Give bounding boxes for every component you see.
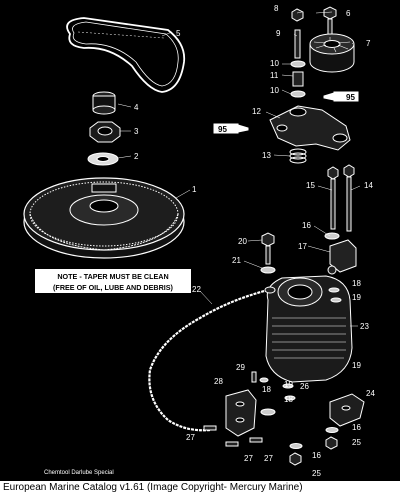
callout-26: 26 <box>300 382 309 391</box>
lubricant-tube-left <box>213 123 249 134</box>
callout-27-b: 27 <box>244 454 253 463</box>
callout-29: 29 <box>236 363 245 372</box>
callout-11: 11 <box>270 71 279 80</box>
callout-25-a: 25 <box>352 438 361 447</box>
callout-95-left: 95 <box>218 125 227 134</box>
callout-6: 6 <box>346 9 351 18</box>
lower-bracket-right <box>329 393 365 427</box>
alternator-bolt <box>260 232 276 274</box>
callout-15: 15 <box>306 181 315 190</box>
flywheel-nut <box>89 121 121 143</box>
callout-18-a: 18 <box>352 279 361 288</box>
note-line-1: NOTE - TAPER MUST BE CLEAN <box>57 272 169 281</box>
ground-cable <box>148 286 276 432</box>
callout-5: 5 <box>176 29 181 38</box>
callout-21: 21 <box>232 256 241 265</box>
callout-10-top: 10 <box>270 59 279 68</box>
catalog-footer: European Marine Catalog v1.61 (Image Cop… <box>0 481 400 496</box>
callout-19-a: 19 <box>352 293 361 302</box>
flywheel <box>23 177 185 259</box>
terminal-hardware <box>259 287 342 401</box>
callout-12: 12 <box>252 107 261 116</box>
leader-lines <box>117 11 361 327</box>
callout-3: 3 <box>134 127 139 136</box>
callout-13: 13 <box>262 151 271 160</box>
callout-23: 23 <box>360 322 369 331</box>
callout-25-b: 25 <box>312 469 321 478</box>
callout-4: 4 <box>134 103 139 112</box>
callout-16-a: 16 <box>302 221 311 230</box>
idler-stud-stack <box>290 8 306 98</box>
callouts: 5 4 3 2 1 8 6 7 9 10 11 10 95 12 95 13 1… <box>134 4 375 478</box>
callout-95-right: 95 <box>346 93 355 102</box>
taper-sleeve <box>92 91 116 115</box>
drive-belt <box>66 17 186 93</box>
note-line-2: (FREE OF OIL, LUBE AND DEBRIS) <box>53 283 173 292</box>
callout-2: 2 <box>134 152 139 161</box>
callout-9: 9 <box>276 29 281 38</box>
idler-arm <box>269 105 351 151</box>
lower-left-hardware <box>203 371 303 466</box>
callout-18-b: 18 <box>262 385 271 394</box>
lower-right-hardware <box>325 427 339 450</box>
lower-bracket-left <box>225 389 257 437</box>
taper-note: NOTE - TAPER MUST BE CLEAN (FREE OF OIL,… <box>34 268 192 294</box>
tension-spring <box>289 148 307 164</box>
pulley-bolt <box>323 6 337 36</box>
callout-22: 22 <box>192 285 201 294</box>
callout-7: 7 <box>366 39 371 48</box>
lubricant-tube-right <box>323 91 359 102</box>
compound-label: Chemtool Darlube Special <box>44 470 114 476</box>
callout-16-b: 16 <box>352 423 361 432</box>
callout-14: 14 <box>364 181 373 190</box>
alternator <box>265 265 353 383</box>
footer-text: European Marine Catalog v1.61 (Image Cop… <box>3 482 303 493</box>
callout-8: 8 <box>274 4 279 13</box>
callout-24: 24 <box>366 389 375 398</box>
callout-27-a: 27 <box>186 433 195 442</box>
callout-19-b: 19 <box>352 361 361 370</box>
callout-27-c: 27 <box>264 454 273 463</box>
callout-17: 17 <box>298 242 307 251</box>
mounting-spacer <box>324 232 357 273</box>
callout-1: 1 <box>192 185 197 194</box>
callout-28: 28 <box>214 377 223 386</box>
callout-10-mid: 10 <box>270 86 279 95</box>
callout-16-c: 16 <box>312 451 321 460</box>
exploded-parts-diagram: 5 4 3 2 1 8 6 7 9 10 11 10 95 12 95 13 1… <box>23 4 375 478</box>
callout-20: 20 <box>238 237 247 246</box>
callout-18-c: 18 <box>284 395 293 404</box>
flywheel-washer <box>87 152 119 166</box>
callout-19-c: 19 <box>284 380 293 389</box>
bracket-bolts <box>327 164 355 232</box>
idler-pulley <box>309 33 355 73</box>
